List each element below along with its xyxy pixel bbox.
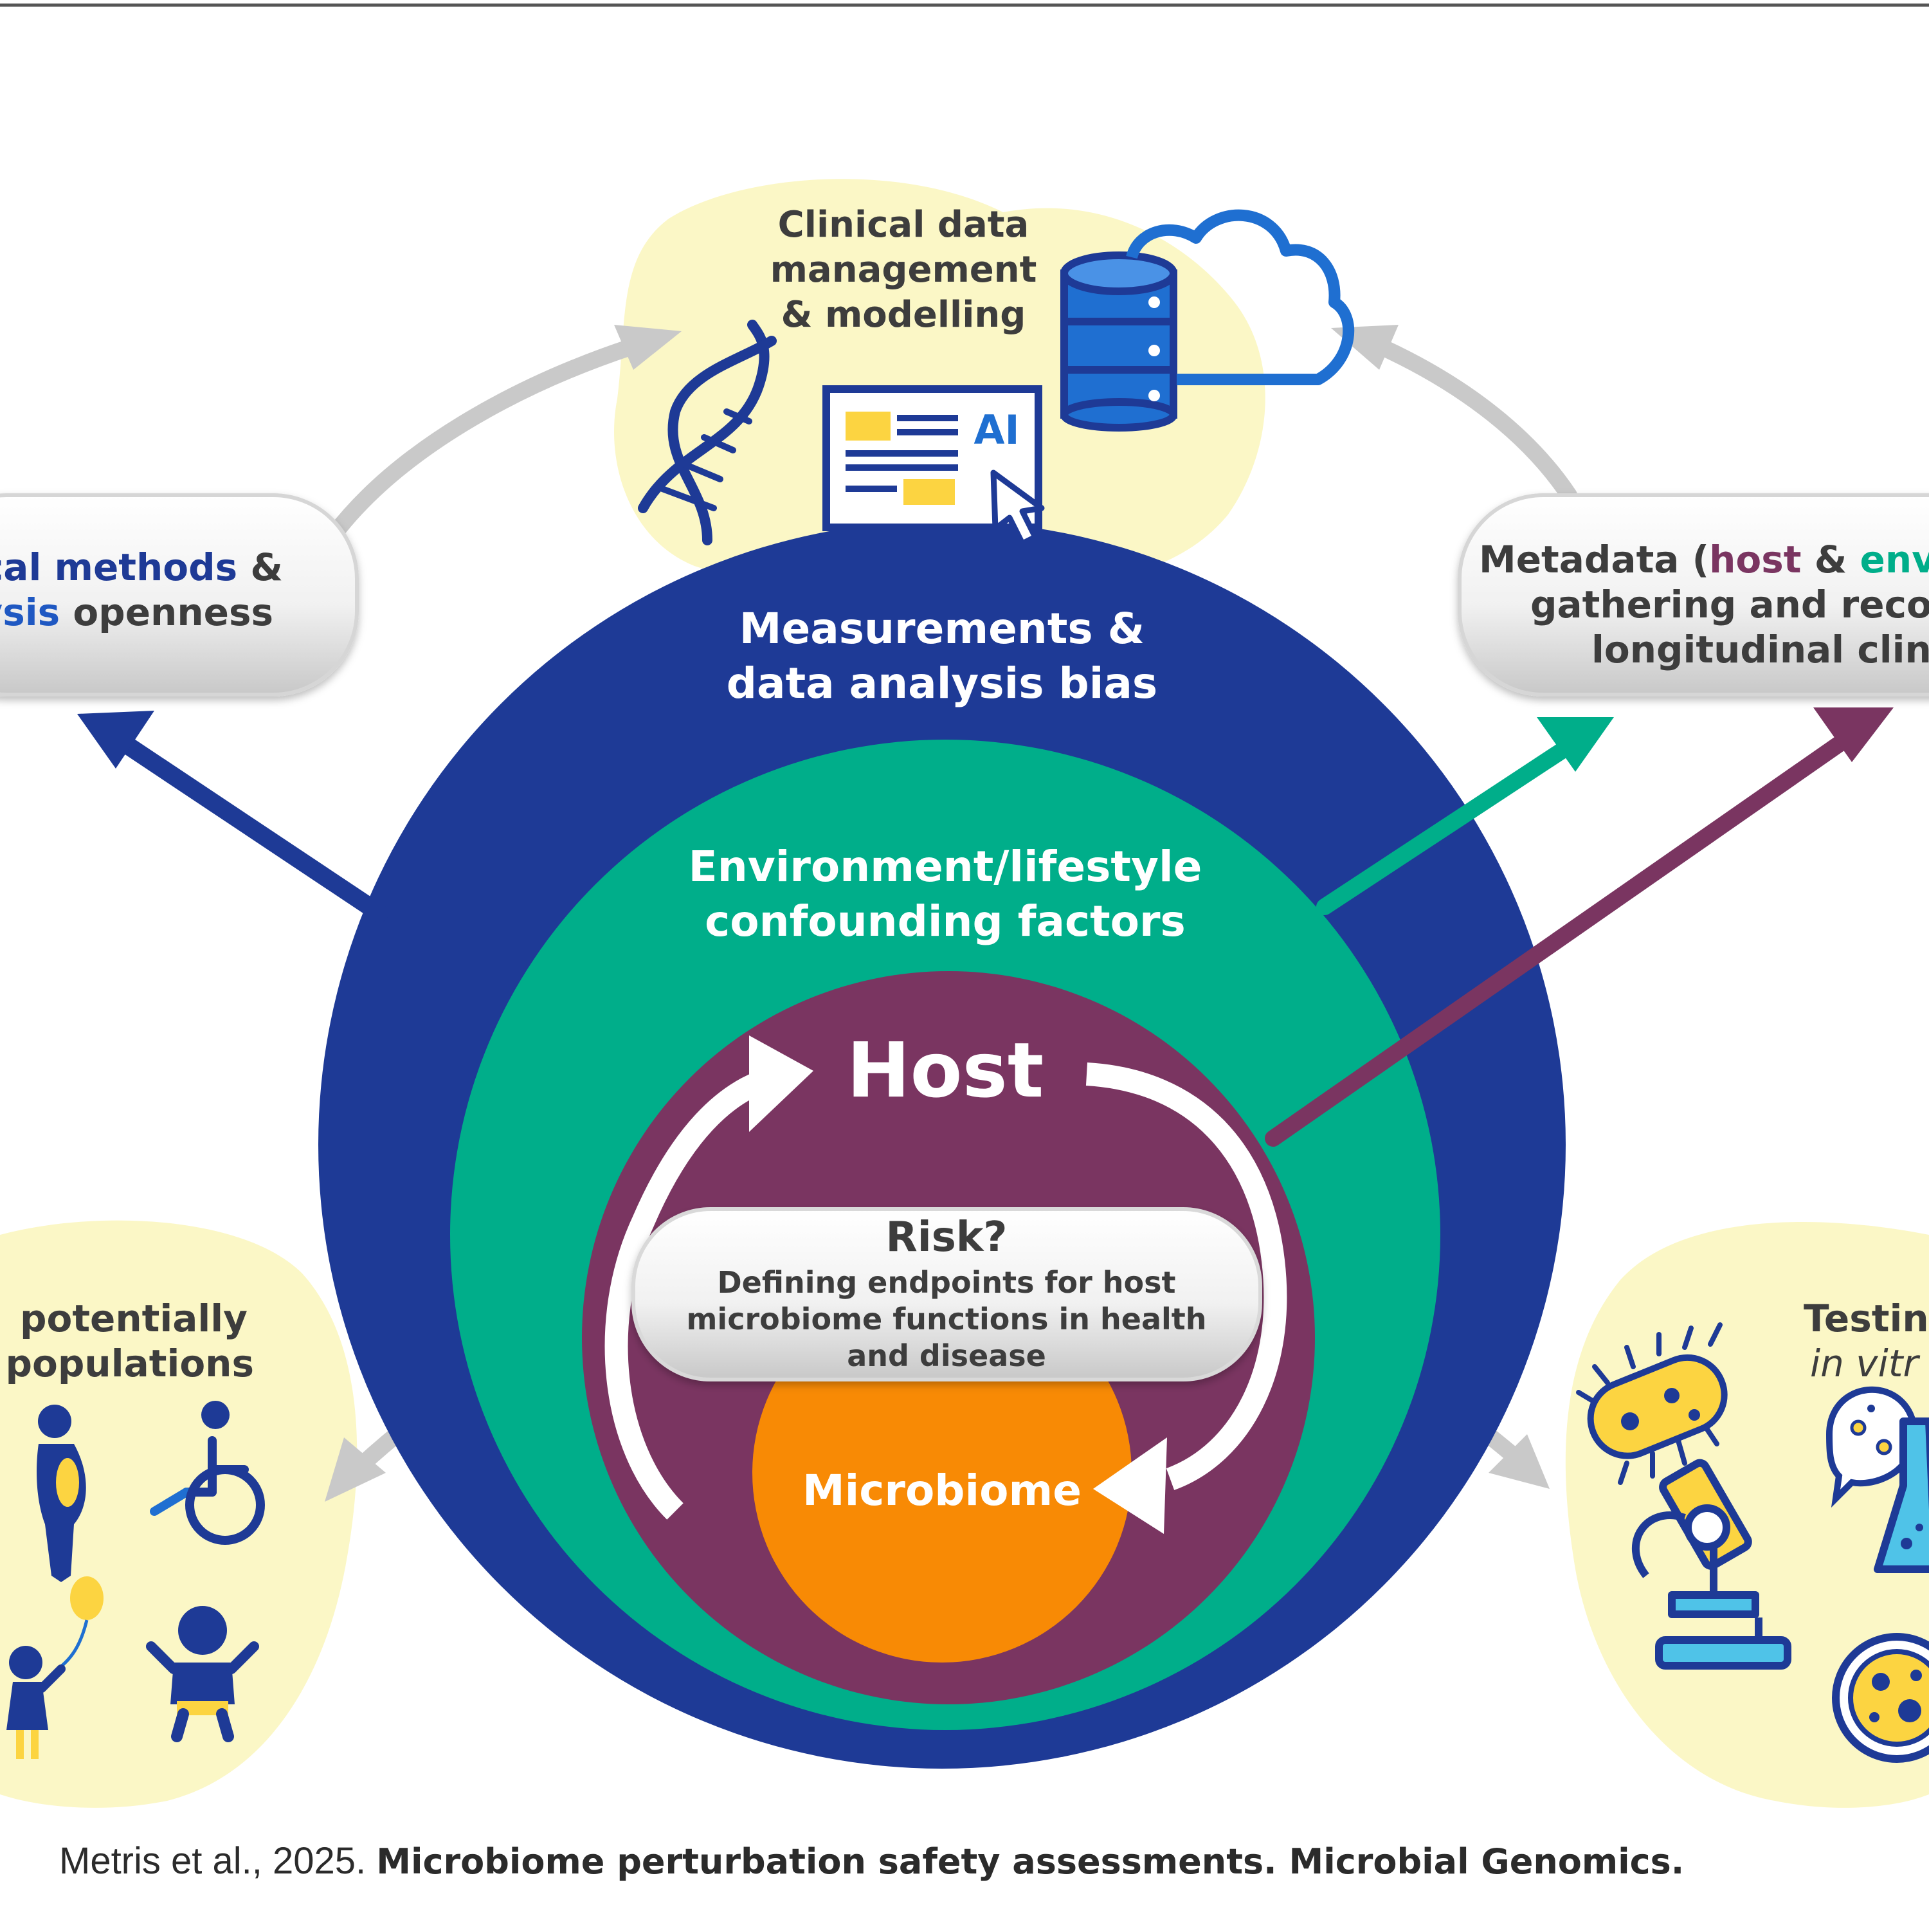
cursor-icon <box>990 469 1045 547</box>
left-pill <box>0 493 359 697</box>
host-microbiome-cycle <box>604 1062 1287 1520</box>
right-blob-line-1: Testin <box>1804 1297 1929 1340</box>
baby-icon <box>146 1606 259 1742</box>
outer-ring-label-2: data analysis bias <box>727 659 1157 708</box>
cycle-arrow-left <box>604 1069 770 1520</box>
left-pill-line-2: ysis openness <box>0 590 273 634</box>
colored-arrows <box>77 707 1894 1147</box>
navy-arrowhead <box>77 711 154 769</box>
right-pill-line-3: longitudinal clin <box>1591 628 1929 671</box>
citation-title: Microbiome perturbation safety assessmen… <box>376 1841 1685 1882</box>
left-blob <box>0 1220 358 1808</box>
pregnant-person-icon <box>37 1405 86 1582</box>
risk-line-1: Defining endpoints for host <box>717 1265 1175 1300</box>
bacterium-icon <box>1576 1322 1728 1485</box>
plum-arrowhead <box>1813 707 1894 762</box>
risk-title: Risk? <box>886 1214 1008 1261</box>
flask-icon <box>1874 1417 1929 1573</box>
left-pill-methods: cal methods <box>0 545 237 589</box>
database-icon <box>1060 251 1177 432</box>
right-pill <box>1458 493 1929 697</box>
top-blob-line-2: management <box>770 249 1037 291</box>
arrow-right-to-top <box>1374 339 1577 504</box>
microbiome-label: Microbiome <box>802 1466 1082 1515</box>
right-pill-line-1: Metadata (host & env <box>1479 538 1929 581</box>
cycle-arrowhead-bottom <box>1093 1437 1167 1534</box>
citation: Metris et al., 2025. Microbiome perturba… <box>59 1839 1684 1882</box>
cycle-arrow-right <box>1085 1062 1287 1490</box>
teal-arrowhead <box>1537 717 1614 772</box>
dna-icon <box>638 320 777 545</box>
top-blob-line-3: & modelling <box>781 294 1026 336</box>
plum-arrow <box>1265 731 1854 1147</box>
wheelchair-user-icon <box>150 1401 265 1545</box>
middle-ring-label-1: Environment/lifestyle <box>689 842 1202 891</box>
right-pill-line-2: gathering and reco <box>1530 583 1929 626</box>
right-pill-host: host <box>1709 538 1801 581</box>
right-pill-metadata: Metadata ( <box>1479 538 1709 581</box>
left-pill-line-1: cal methods & <box>0 545 283 589</box>
outer-ring-label-1: Measurements & <box>739 604 1145 653</box>
child-with-balloon-icon <box>6 1576 104 1759</box>
risk-line-3: and disease <box>847 1338 1046 1373</box>
left-pill-openness: openness <box>73 590 273 634</box>
left-blob-line-1: potentially <box>20 1297 248 1340</box>
petri-dish-icon <box>1832 1633 1929 1763</box>
risk-line-2: microbiome functions in health <box>687 1302 1207 1336</box>
citation-authors: Metris et al., 2025. <box>59 1840 367 1882</box>
left-blob-line-2: populations <box>6 1342 254 1385</box>
right-pill-env: env <box>1860 538 1929 581</box>
right-pill-ampersand: & <box>1815 538 1847 581</box>
left-pill-analysis: ysis <box>0 590 60 634</box>
arrow-left-to-top <box>326 339 638 542</box>
cloud-icon <box>1126 209 1355 385</box>
microscope-icon <box>1631 1459 1791 1670</box>
right-blob-line-2: in vitr <box>1810 1342 1920 1385</box>
top-blob-line-1: Clinical data <box>778 204 1029 246</box>
arrowhead-right <box>1489 1434 1550 1489</box>
ai-label: AI <box>974 406 1019 453</box>
computer-monitor-icon: AI <box>822 385 1042 563</box>
left-pill-ampersand: & <box>250 545 283 589</box>
arrowhead-left <box>325 1437 386 1502</box>
risk-pill <box>631 1207 1262 1381</box>
middle-ring-label-2: confounding factors <box>705 897 1186 946</box>
arrowhead-top-left <box>614 325 682 370</box>
host-label: Host <box>847 1026 1044 1115</box>
cycle-arrowhead-top <box>749 1035 813 1132</box>
teal-arrow <box>1316 738 1577 915</box>
navy-arrow <box>110 731 388 922</box>
